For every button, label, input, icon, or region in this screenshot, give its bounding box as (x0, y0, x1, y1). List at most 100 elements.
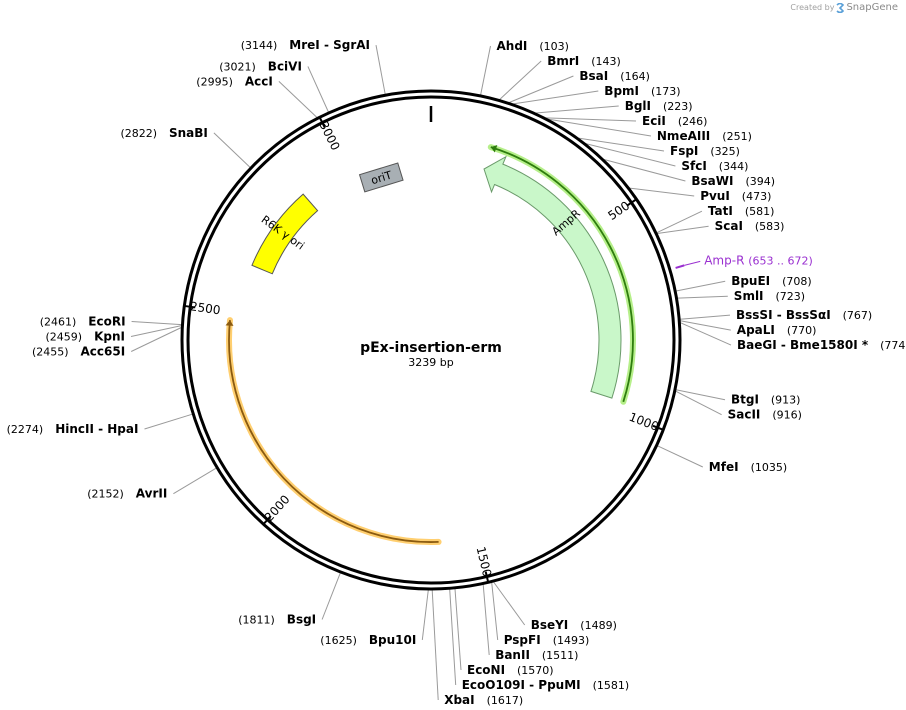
site-position-xbai: (1617) (487, 694, 524, 707)
site-avrii: AvrII (2152) (87, 467, 217, 501)
site-name-bseyi: BseYI (531, 618, 569, 632)
site-bseyi: BseYI (1489) (493, 581, 617, 632)
site-name-pvui: PvuI (700, 189, 730, 203)
backbone-outer-circle (180, 89, 682, 591)
site-name-kpni: KpnI (94, 330, 125, 344)
snapgene-logo-icon (836, 2, 845, 13)
site-name-ecoo109i-ppumi: EcoO109I - PpuMI (462, 678, 581, 692)
site-name-scai: ScaI (715, 219, 743, 233)
site-leader-fspi (578, 137, 665, 152)
site-position-sacii: (916) (772, 409, 802, 422)
site-position-avrii: (2152) (87, 488, 124, 501)
site-leader-bseyi (493, 581, 526, 626)
site-position-bsssi-bsss-i: (767) (843, 309, 873, 322)
site-position-acc65i: (2455) (32, 346, 69, 359)
site-position-banii: (1511) (542, 649, 579, 662)
site-leader-pspfi (491, 582, 499, 641)
feature-r6k-ori (251, 193, 319, 275)
site-leader-ahdi (480, 45, 491, 96)
site-name-apali: ApaLI (737, 323, 775, 337)
site-leader-bpmi (513, 90, 599, 105)
site-leader-bmri (499, 60, 542, 100)
site-leader-baegi-bme1580i (680, 322, 732, 346)
amp-r-primer-arc-arrowhead (490, 144, 498, 153)
site-name-hincii-hpai: HincII - HpaI (55, 422, 138, 436)
site-leader-bcivi (307, 66, 329, 113)
site-fspi: FspI(325) (578, 137, 740, 158)
site-position-bseyi: (1489) (580, 619, 617, 632)
site-position-ecori: (2461) (40, 316, 77, 329)
plasmid-size: 3239 bp (408, 356, 453, 369)
site-position-bpuei: (708) (782, 275, 812, 288)
site-leader-banii (482, 584, 490, 656)
primer-tick (675, 264, 685, 269)
site-name-nmeaiii: NmeAIII (657, 129, 710, 143)
site-leader-hincii-hpai (144, 413, 193, 430)
site-name-avrii: AvrII (136, 487, 168, 501)
site-position-btgi: (913) (771, 394, 801, 407)
site-bsawi: BsaWI (394) (603, 159, 776, 188)
site-bpmi: BpmI(173) (513, 84, 681, 105)
site-position-mfei: (1035) (751, 461, 788, 474)
site-name-bsgi: BsgI (287, 613, 316, 627)
tick-2500 (185, 305, 196, 309)
site-name-bmri: BmrI (547, 54, 579, 68)
site-name-ahdi: AhdI (497, 39, 528, 53)
site-name-ecori: EcoRI (88, 315, 125, 329)
site-position-sfci: (344) (719, 160, 749, 173)
site-leader-bsgi (321, 572, 341, 620)
site-leader-bpuei (676, 280, 726, 292)
tick-2000 (263, 515, 272, 525)
tick-label-1000: 1000 (627, 410, 661, 434)
tick-label-3000: 3000 (316, 119, 342, 153)
site-position-bmri: (143) (591, 55, 621, 68)
orange-arc-arrowhead (225, 320, 234, 326)
site-position-bsawi: (394) (746, 175, 776, 188)
site-btgi: BtgI (913) (675, 389, 801, 407)
site-ecii: EciI(246) (545, 114, 707, 128)
tick-label-1500: 1500 (474, 545, 495, 578)
site-bsgi: BsgI(1811) (238, 572, 341, 627)
site-leader-avrii (173, 467, 217, 495)
site-bsai: BsaI(164) (509, 69, 650, 103)
site-leader-bpu10i (421, 589, 429, 641)
site-snabi: SnaBI(2822) (121, 126, 251, 168)
site-name-baegi-bme1580i: BaeGI - Bme1580I * (737, 338, 869, 352)
site-name-tati: TatI (708, 204, 733, 218)
site-leader-scai (657, 225, 709, 234)
primer-leader (684, 260, 701, 266)
credit-brand: SnapGene (846, 2, 898, 13)
site-position-bsai: (164) (620, 70, 650, 83)
site-acc65i: Acc65I (2455) (32, 327, 182, 359)
site-position-pvui: (473) (742, 190, 772, 203)
credit-prefix: Created by (790, 3, 835, 12)
site-name-bsawi: BsaWI (691, 174, 733, 188)
site-name-sacii: SacII (728, 408, 761, 422)
site-sfci: SfcI(344) (585, 143, 749, 173)
feature-ampr (483, 155, 622, 399)
snapgene-credit: Created by SnapGene (790, 2, 898, 13)
site-position-bpmi: (173) (651, 85, 681, 98)
site-xbai: XbaI(1617) (431, 589, 524, 707)
orange-arc (228, 320, 439, 543)
site-position-ahdi: (103) (539, 40, 569, 53)
feature-orit: oriT (358, 162, 404, 193)
site-name-acc65i: Acc65I (81, 345, 126, 359)
site-bcivi: BciVI(3021) (219, 59, 329, 113)
site-leader-bsawi (603, 159, 686, 182)
site-position-tati: (581) (745, 205, 775, 218)
site-position-apali: (770) (787, 324, 817, 337)
site-name-fspi: FspI (670, 144, 698, 158)
primer-layer: Amp-R (653 .. 672) (675, 253, 813, 269)
site-name-bsssi-bsss-i: BssSI - BssSαI (736, 308, 831, 322)
site-bmri: BmrI (143) (499, 54, 621, 100)
site-position-bcivi: (3021) (219, 60, 256, 73)
site-leader-smli (677, 295, 728, 299)
site-name-bpu10i: Bpu10I (369, 633, 416, 647)
site-mrei-sgrai: MreI - SgrAI(3144) (241, 38, 386, 95)
tick-label-2500: 2500 (189, 299, 221, 317)
site-nmeaiii: NmeAIII(251) (547, 118, 752, 143)
site-name-btgi: BtgI (731, 393, 759, 407)
site-baegi-bme1580i: BaeGI - Bme1580I *(774) (680, 322, 906, 352)
site-position-mrei-sgrai: (3144) (241, 39, 278, 52)
